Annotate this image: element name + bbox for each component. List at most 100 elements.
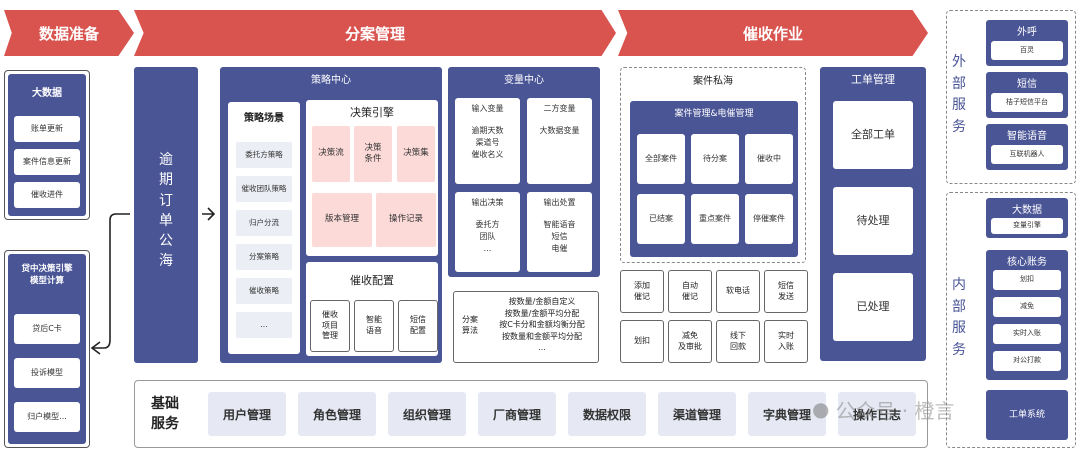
- stage-header-case-management: 分案管理: [134, 10, 616, 56]
- allocation-algorithm-label: 分案 算法: [462, 315, 478, 336]
- case-status-item: 全部案件: [637, 134, 685, 184]
- allocation-algorithm-line: 按数量/金额平均分配: [504, 308, 580, 318]
- decision-engine-item: 决策流: [312, 126, 350, 182]
- decision-engine-title: 决策引擎: [350, 106, 394, 119]
- base-services-label: 基础 服务: [151, 396, 179, 433]
- case-status-item: 已结案: [637, 194, 685, 244]
- internal-service-title: 工单系统: [1008, 410, 1045, 420]
- internal-service-title: 大数据: [1012, 205, 1042, 216]
- stage-header-collection: 催收作业: [618, 10, 928, 56]
- strategy-scenario-title: 策略场景: [244, 113, 284, 124]
- variable-box-title: 输出处置: [543, 198, 576, 207]
- internal-service-item: 变量引擎: [991, 218, 1063, 234]
- base-service-item: 操作日志: [838, 392, 916, 436]
- variable-box: 输出决策委托方 团队 ...: [455, 192, 520, 272]
- work-order-title: 工单管理: [851, 73, 895, 86]
- data-prep-item: 账单更新: [14, 116, 80, 142]
- decision-engine-item: 决策 条件: [354, 126, 392, 182]
- case-status-item: 催收中: [745, 134, 793, 184]
- variable-center-title: 变量中心: [504, 75, 544, 86]
- allocation-algorithm-box: [453, 291, 599, 363]
- internal-services-label: 内 部 服 务: [952, 277, 966, 359]
- variable-box: 二方变量大数据变量: [527, 98, 592, 184]
- collection-config-title: 催收配置: [350, 274, 394, 287]
- decision-engine-item: 操作记录: [376, 193, 436, 247]
- case-action-item: 划扣: [620, 320, 664, 363]
- internal-service-item: 减免: [993, 297, 1061, 317]
- strategy-scenario-item: 归户分流: [236, 210, 292, 236]
- risk-model-item: 投诉模型: [14, 358, 80, 388]
- big-data-title: 大数据: [32, 88, 62, 99]
- external-service-item: 百灵: [991, 41, 1063, 60]
- variable-box-body: 大数据变量: [539, 125, 580, 135]
- decision-engine-item: 版本管理: [312, 193, 372, 247]
- external-services-label: 外 部 服 务: [952, 54, 966, 136]
- decision-engine-item: 决策集: [397, 126, 435, 182]
- strategy-scenario-item: ...: [236, 312, 292, 338]
- case-action-item: 自动 催记: [668, 270, 712, 313]
- internal-service-item: 划扣: [993, 270, 1061, 290]
- variable-box-title: 输出决策: [471, 198, 504, 207]
- external-services-panel: [946, 10, 1076, 184]
- case-status-item: 重点案件: [691, 194, 739, 244]
- collection-config-item: 短信 配置: [398, 300, 438, 352]
- external-service-item: 互联机器人: [991, 145, 1063, 164]
- collection-config-item: 催收 项目 管理: [310, 300, 350, 352]
- base-service-item: 角色管理: [298, 392, 376, 436]
- internal-service-item: 对公打款: [993, 351, 1061, 371]
- variable-box: 输出处置智能语音 短信 电催: [527, 192, 592, 272]
- work-order-item: 待处理: [833, 187, 913, 255]
- base-service-item: 用户管理: [208, 392, 286, 436]
- case-action-item: 实时 入账: [764, 320, 808, 363]
- risk-engine-title: 贷中决策引擎 模型计算: [21, 264, 73, 286]
- internal-service-group: [986, 390, 1068, 440]
- internal-services-panel: [946, 192, 1076, 448]
- data-prep-item: 催收进件: [14, 182, 80, 208]
- strategy-scenario-item: 催收团队策略: [236, 176, 292, 202]
- internal-service-item: 实时入账: [993, 324, 1061, 344]
- case-action-item: 减免 及审批: [668, 320, 712, 363]
- case-status-item: 停催案件: [745, 194, 793, 244]
- case-action-item: 线下 回款: [716, 320, 760, 363]
- allocation-algorithm-line: 按数量和金额平均分配: [502, 331, 582, 341]
- case-private-pool-panel: [620, 67, 806, 263]
- allocation-algorithm-line: ...: [538, 343, 546, 353]
- base-service-item: 数据权限: [568, 392, 646, 436]
- external-service-title: 短信: [1017, 79, 1037, 90]
- variable-box-body: 委托方 团队 ...: [475, 219, 500, 253]
- strategy-scenario-item: 分案策略: [236, 244, 292, 270]
- variable-box-body: 智能语音 短信 电催: [543, 219, 576, 253]
- allocation-algorithm-line: 按C卡分和金额均衡分配: [499, 320, 585, 330]
- stage-header-data-prep: 数据准备: [4, 10, 134, 56]
- strategy-scenario-item: 催收策略: [236, 278, 292, 304]
- case-action-item: 添加 催记: [620, 270, 664, 313]
- case-action-item: 短信 发送: [764, 270, 808, 313]
- internal-service-title: 核心账务: [1007, 257, 1047, 268]
- case-private-pool-title: 案件私海: [693, 76, 733, 87]
- variable-box: 输入变量逾期天数 渠道号 催收名义: [455, 98, 520, 184]
- base-service-item: 厂商管理: [478, 392, 556, 436]
- allocation-algorithm-line: 按数量/金额自定义: [508, 297, 576, 306]
- external-service-title: 智能语音: [1007, 131, 1047, 142]
- variable-box-title: 输入变量: [471, 104, 504, 113]
- risk-model-item: 归户模型...: [14, 402, 80, 432]
- case-action-item: 软电话: [716, 270, 760, 313]
- variable-box-title: 二方变量: [543, 104, 576, 113]
- external-service-item: 桔子短信平台: [991, 93, 1063, 112]
- work-order-item: 已处理: [833, 273, 913, 341]
- case-management-title: 案件管理&电催管理: [674, 109, 754, 119]
- risk-model-item: 贷后C卡: [14, 314, 80, 344]
- base-service-item: 组织管理: [388, 392, 466, 436]
- variable-box-body: 逾期天数 渠道号 催收名义: [471, 125, 504, 159]
- strategy-center-title: 策略中心: [311, 75, 351, 86]
- base-service-item: 渠道管理: [658, 392, 736, 436]
- overdue-order-pool: [134, 67, 198, 363]
- strategy-scenario-item: 委托方策略: [236, 142, 292, 168]
- data-prep-item: 案件信息更新: [14, 149, 80, 175]
- case-status-item: 待分案: [691, 134, 739, 184]
- overdue-order-pool-label: 逾 期 订 单 公 海: [159, 152, 173, 270]
- base-service-item: 字典管理: [748, 392, 826, 436]
- collection-config-item: 智能 语音: [354, 300, 394, 352]
- work-order-item: 全部工单: [833, 101, 913, 169]
- external-service-title: 外呼: [1017, 27, 1037, 38]
